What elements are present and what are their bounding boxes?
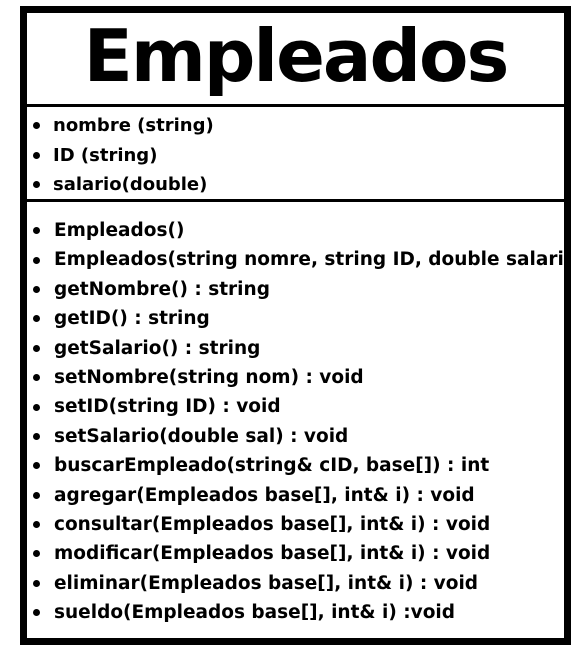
attribute-item: nombre (string)	[33, 111, 214, 141]
method-item: Empleados()	[33, 216, 564, 245]
bullet-icon	[33, 609, 40, 617]
bullet-icon	[33, 521, 40, 529]
method-item: setID(string ID) : void	[33, 392, 564, 421]
method-item: buscarEmpleado(string& cID, base[]) : in…	[33, 451, 564, 480]
method-item: modificar(Empleados base[], int& i) : vo…	[33, 539, 564, 568]
method-text: eliminar(Empleados base[], int& i) : voi…	[54, 572, 479, 594]
title-divider	[27, 104, 564, 107]
method-text: Empleados()	[54, 220, 185, 241]
bullet-icon	[33, 344, 40, 352]
method-text: setNombre(string nom) : void	[54, 366, 364, 388]
attribute-text: nombre (string)	[53, 115, 214, 136]
method-text: sueldo(Empleados base[], int& i) :void	[54, 602, 455, 624]
method-text: getSalario() : string	[54, 337, 261, 359]
method-item: sueldo(Empleados base[], int& i) :void	[33, 598, 564, 627]
method-text: getNombre() : string	[54, 278, 270, 300]
attribute-text: salario(double)	[53, 174, 208, 195]
bullet-icon	[33, 374, 40, 382]
method-item: Empleados(string nomre, string ID, doubl…	[33, 245, 571, 274]
bullet-icon	[33, 285, 40, 293]
attributes-list: nombre (string) ID (string) salario(doub…	[33, 111, 214, 200]
methods-list: Empleados() Empleados(string nomre, stri…	[33, 216, 571, 627]
method-text: setSalario(double sal) : void	[54, 425, 349, 447]
method-text: agregar(Empleados base[], int& i) : void	[54, 484, 475, 506]
attributes-divider	[27, 199, 564, 202]
method-item: eliminar(Empleados base[], int& i) : voi…	[33, 569, 564, 598]
method-item: consultar(Empleados base[], int& i) : vo…	[33, 510, 564, 539]
uml-class-box: Empleados nombre (string) ID (string) sa…	[20, 6, 571, 645]
method-text: consultar(Empleados base[], int& i) : vo…	[54, 513, 491, 535]
method-item: setNombre(string nom) : void	[33, 363, 564, 392]
bullet-icon	[33, 151, 40, 159]
method-text: buscarEmpleado(string& cID, base[]) : in…	[54, 455, 490, 477]
method-item: agregar(Empleados base[], int& i) : void	[33, 481, 564, 510]
bullet-icon	[33, 227, 40, 235]
bullet-icon	[33, 550, 40, 558]
bullet-icon	[33, 315, 40, 323]
method-item: getSalario() : string	[33, 334, 564, 363]
bullet-icon	[33, 256, 40, 264]
bullet-icon	[33, 462, 40, 470]
bullet-icon	[33, 403, 40, 411]
attribute-item: ID (string)	[33, 141, 214, 171]
attribute-item: salario(double)	[33, 170, 214, 200]
method-text: getID() : string	[54, 308, 210, 330]
bullet-icon	[33, 491, 40, 499]
method-text: modificar(Empleados base[], int& i) : vo…	[54, 543, 491, 565]
method-item: setSalario(double sal) : void	[33, 422, 564, 451]
bullet-icon	[33, 579, 40, 587]
method-text: Empleados(string nomre, string ID, doubl…	[54, 249, 571, 271]
bullet-icon	[33, 122, 40, 130]
method-item: getID() : string	[33, 304, 564, 333]
method-item: getNombre() : string	[33, 275, 564, 304]
attribute-text: ID (string)	[53, 144, 158, 166]
bullet-icon	[33, 181, 40, 189]
method-text: setID(string ID) : void	[54, 396, 281, 418]
class-name: Empleados	[83, 14, 510, 98]
bullet-icon	[33, 432, 40, 440]
